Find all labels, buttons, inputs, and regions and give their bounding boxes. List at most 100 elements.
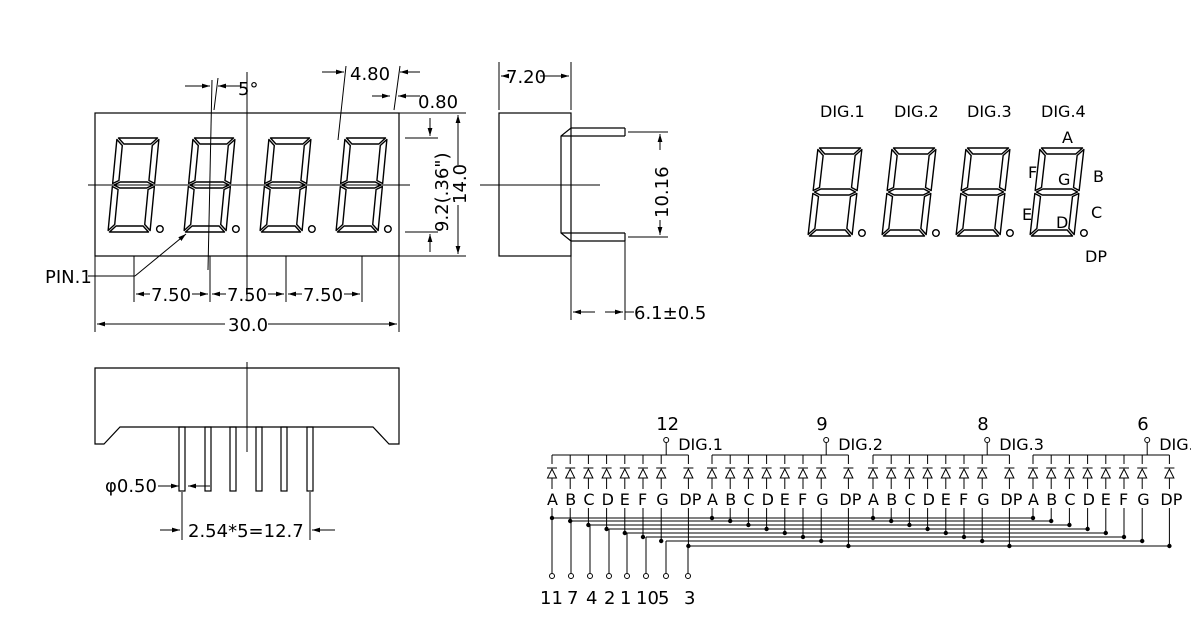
seg-label-c: C: [1091, 203, 1102, 222]
segment-label: F: [959, 490, 968, 509]
segment-label: A: [547, 490, 558, 509]
decimal-point: [155, 224, 164, 233]
segment-d: [108, 225, 150, 233]
seg-label-a: A: [1062, 128, 1073, 147]
diode-c: [743, 467, 754, 479]
diode-c: [904, 467, 915, 479]
front-view: 5° 4.80 0.80 9.2(.36") 14.0 PIN.1: [45, 64, 471, 336]
seg-label-b: B: [1093, 167, 1104, 186]
segment-a: [966, 147, 1010, 155]
dim-segment-stroke: 0.80: [418, 92, 458, 113]
common-pin-terminal: [1144, 437, 1151, 443]
dim-pitch-3: 7.50: [303, 285, 343, 306]
seg-label-g: G: [1058, 170, 1070, 189]
diode-g: [815, 467, 827, 479]
segment-b: [300, 138, 312, 185]
segment-g: [341, 181, 382, 189]
bottom-pin-3: [229, 426, 237, 492]
decimal-point: [1005, 228, 1014, 237]
diode-g: [655, 467, 667, 479]
dim-segment-width: 4.80: [350, 64, 390, 85]
diode-d: [1082, 467, 1093, 479]
diode-g: [1136, 467, 1148, 479]
seg-label-d: D: [1056, 213, 1068, 232]
bottom-pin-5: [280, 426, 288, 492]
segment-g: [265, 181, 306, 189]
segment-f: [812, 148, 824, 192]
diode-b: [724, 467, 736, 479]
diode-d: [922, 467, 933, 479]
diode-f: [637, 467, 649, 479]
segment-label: B: [725, 490, 736, 509]
segment-e: [1029, 192, 1042, 236]
bottom-pins: [178, 426, 314, 492]
dim-digit-height: 9.2(.36"): [432, 152, 453, 232]
diode-a: [1027, 467, 1039, 479]
segment-label: E: [780, 490, 790, 509]
segment-label: DP: [839, 490, 861, 509]
bottom-pin-number: 10: [636, 588, 659, 609]
segment-label: C: [583, 490, 594, 509]
segment-label: F: [798, 490, 807, 509]
schematic-digit-label: DIG.4: [1159, 435, 1191, 454]
segment-a: [818, 147, 862, 155]
front-digit-4: [335, 137, 392, 233]
common-pin-terminal: [984, 437, 991, 443]
junction-dot: [622, 530, 627, 536]
pin1-leader-arrow: [134, 233, 187, 277]
dim-pitch-2: 7.50: [227, 285, 267, 306]
segment-label: C: [904, 490, 915, 509]
segment-c: [372, 185, 384, 232]
segment-e: [259, 185, 271, 232]
seg-label-dp: DP: [1085, 247, 1107, 266]
decimal-point: [931, 228, 940, 237]
diode-a: [706, 467, 718, 479]
junction-dot: [1067, 522, 1072, 528]
segment-f: [1034, 148, 1046, 192]
map-digit-2: [881, 147, 940, 237]
junction-dot: [659, 538, 664, 544]
map-digit-label-2: DIG.2: [894, 102, 939, 121]
segment-e: [335, 185, 347, 232]
map-digit-label-1: DIG.1: [820, 102, 865, 121]
segment-b: [998, 148, 1011, 192]
segment-b: [1072, 148, 1085, 192]
diode-e: [619, 467, 631, 479]
diode-dp: [683, 467, 694, 479]
segment-d: [956, 229, 1000, 237]
segment-label: B: [886, 490, 897, 509]
diode-e: [1100, 467, 1112, 479]
segment-a: [892, 147, 936, 155]
front-digits: [107, 137, 392, 233]
map-digit-label-4: DIG.4: [1041, 102, 1086, 121]
diode-dp: [843, 467, 854, 479]
bottom-pin-number: 1: [620, 588, 631, 609]
bottom-view: φ0.50 2.54*5=12.7: [94, 362, 400, 542]
common-pin-number: 9: [816, 414, 827, 435]
pin-terminal: [587, 573, 593, 579]
decimal-point: [1079, 228, 1088, 237]
diode-b: [564, 467, 576, 479]
segment-c: [846, 192, 858, 236]
dim-body-width: 30.0: [228, 315, 268, 336]
junction-dot: [1085, 526, 1090, 532]
diode-b: [1045, 467, 1057, 479]
bottom-pin-number: 7: [567, 588, 578, 609]
map-digit-1: [807, 147, 866, 237]
pin-terminal: [568, 573, 574, 579]
common-pin-terminal: [663, 437, 670, 443]
bottom-pin-6: [306, 426, 314, 492]
segment-label: C: [743, 490, 754, 509]
segment-g: [887, 188, 931, 196]
diode-f: [797, 467, 809, 479]
pin-terminal: [624, 573, 630, 579]
segment-g: [1035, 188, 1079, 196]
segment-label: G: [656, 490, 668, 509]
segment-label: DP: [679, 490, 701, 509]
tilt-reference-line: [207, 79, 213, 271]
diode-dp: [1004, 467, 1015, 479]
map-digit-4: [1029, 147, 1088, 237]
